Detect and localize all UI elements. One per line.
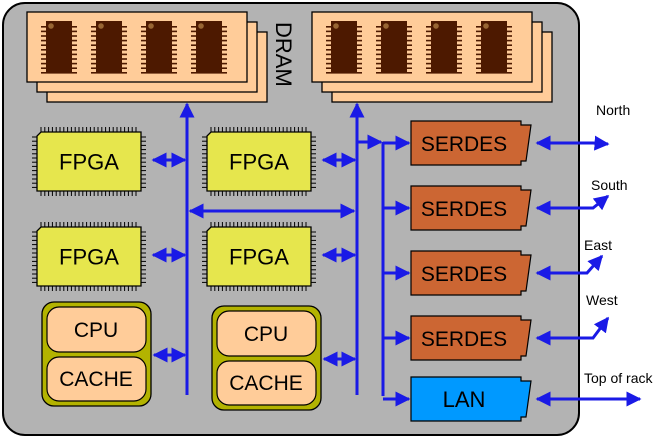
- chip-notch: [483, 23, 489, 29]
- external-link-arrow: [535, 135, 610, 151]
- port-body: [410, 185, 532, 231]
- cache-label: CACHE: [229, 372, 303, 395]
- dram-module-left: [26, 11, 268, 103]
- chip-body: [196, 21, 222, 72]
- port-body: [410, 376, 532, 422]
- cpu-module: CPU CACHE: [41, 301, 187, 407]
- external-link-label: Top of rack: [584, 370, 653, 386]
- external-link-label: North: [596, 102, 630, 118]
- dram-chip: [326, 21, 362, 74]
- cpu-core: [46, 306, 147, 353]
- chip-pin: [326, 72, 362, 74]
- chip-body: [46, 21, 72, 72]
- chip-pin: [426, 72, 462, 74]
- cpu-module: CPU CACHE: [211, 305, 357, 411]
- fpga-chip: FPGA: [202, 222, 357, 291]
- port-label: SERDES: [421, 198, 507, 221]
- dram-chip: [41, 21, 77, 74]
- cpu-cache: [216, 360, 317, 406]
- port-label: SERDES: [421, 263, 507, 286]
- fpga-label: FPGA: [229, 245, 289, 270]
- fpga-group: FPGA FPGA FPGA FPGA: [32, 127, 357, 291]
- cpu-group: CPU CACHE CPU CACHE: [41, 301, 357, 411]
- chip-body: [96, 21, 122, 72]
- fpga-body: [206, 226, 312, 287]
- serdes-port: SERDES East: [383, 237, 612, 296]
- chip-pin: [476, 72, 512, 74]
- fpga-body: [36, 226, 142, 287]
- serdes-port: SERDES South: [383, 177, 628, 231]
- serdes-group: SERDESNorthSERDESSouthSERDESEastSERDESWe…: [383, 102, 653, 422]
- dram-module-right: [311, 11, 553, 103]
- chip-body: [331, 21, 357, 72]
- cache-label: CACHE: [59, 368, 133, 391]
- port-body: [410, 315, 532, 361]
- serdes-port: SERDES West: [383, 292, 618, 361]
- fpga-label: FPGA: [59, 245, 119, 270]
- lan-port: LAN Top of rack: [383, 370, 653, 422]
- external-link-arrow: [535, 254, 604, 281]
- port-label: LAN: [443, 387, 486, 412]
- chip-pin: [41, 72, 77, 74]
- chip-notch: [148, 23, 154, 29]
- external-link-label: West: [586, 292, 618, 308]
- bus-lines: [179, 102, 385, 396]
- dram-label: DRAM: [271, 22, 296, 87]
- external-link-arrow: [535, 194, 610, 216]
- chip-notch: [333, 23, 339, 29]
- dram-chip: [141, 21, 177, 74]
- chip-body: [146, 21, 172, 72]
- port-label: SERDES: [421, 328, 507, 351]
- external-link-label: South: [591, 177, 628, 193]
- fpga-chip: FPGA: [202, 127, 357, 196]
- serdes-port: SERDES North: [383, 102, 630, 166]
- chip-notch: [198, 23, 204, 29]
- chip-notch: [383, 23, 389, 29]
- chip-notch: [48, 23, 54, 29]
- fpga-label: FPGA: [229, 150, 289, 175]
- chip-pin: [91, 72, 127, 74]
- chip-pin: [191, 72, 227, 74]
- chip-pin: [141, 72, 177, 74]
- external-link-arrow: [535, 316, 610, 346]
- cpu-label: CPU: [244, 323, 288, 346]
- fpga-label: FPGA: [59, 150, 119, 175]
- chip-notch: [433, 23, 439, 29]
- dram-chip: [426, 21, 462, 74]
- port-body: [410, 250, 532, 296]
- dram-chip: [191, 21, 227, 74]
- chip-body: [481, 21, 507, 72]
- dram-chip: [91, 21, 127, 74]
- port-body: [410, 120, 532, 166]
- chip-pin: [376, 72, 412, 74]
- dram-chip: [476, 21, 512, 74]
- cpu-core: [216, 310, 317, 357]
- chip-body: [381, 21, 407, 72]
- fpga-chip: FPGA: [32, 127, 187, 196]
- dram-chip: [376, 21, 412, 74]
- cpu-label: CPU: [74, 319, 118, 342]
- fpga-body: [206, 131, 312, 192]
- chip-body: [431, 21, 457, 72]
- port-label: SERDES: [421, 133, 507, 156]
- fpga-body: [36, 131, 142, 192]
- external-link-label: East: [584, 237, 612, 253]
- cpu-cache: [46, 356, 147, 402]
- fpga-chip: FPGA: [32, 222, 187, 291]
- chip-notch: [98, 23, 104, 29]
